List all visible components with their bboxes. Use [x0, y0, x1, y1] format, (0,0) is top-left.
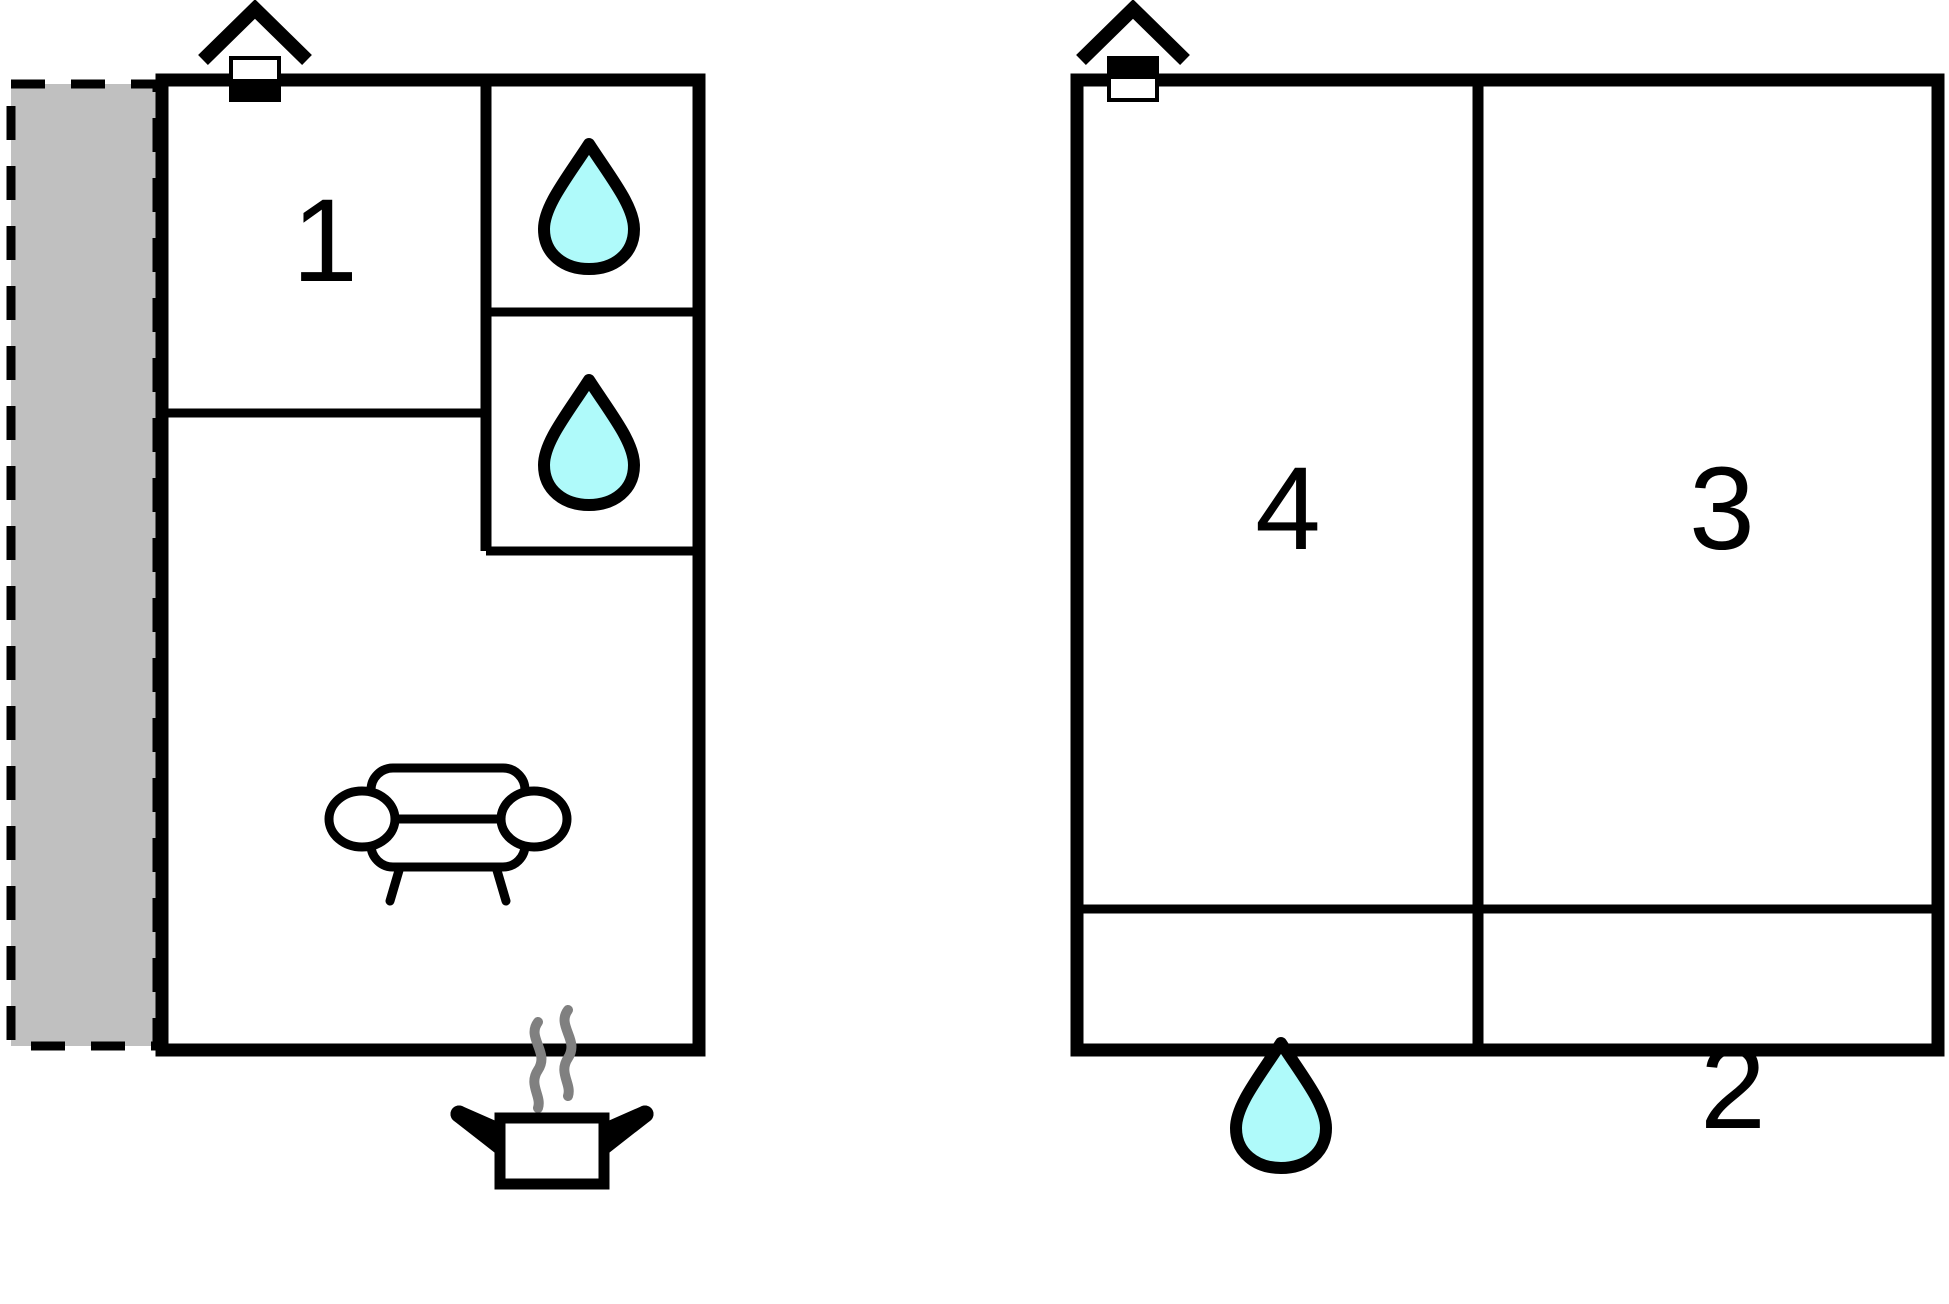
water-drop-icon	[538, 374, 640, 511]
room-label-3: 3	[1689, 443, 1755, 575]
balcony-area	[6, 79, 162, 1051]
house-entrance-icon	[198, 0, 312, 102]
right-building-outer-wall	[1070, 73, 1945, 1057]
cooking-pot-icon	[450, 1005, 654, 1190]
room-label-4: 4	[1255, 443, 1321, 575]
water-drop-icon	[1230, 1037, 1332, 1174]
room-label-1: 1	[292, 175, 358, 307]
left-building: 1	[6, 0, 706, 1190]
right-building: 4 3 2	[1070, 0, 1945, 1174]
house-entrance-icon	[1076, 0, 1190, 102]
room-label-2: 2	[1700, 1022, 1766, 1154]
water-drop-icon	[538, 138, 640, 275]
sofa-icon	[324, 763, 572, 906]
